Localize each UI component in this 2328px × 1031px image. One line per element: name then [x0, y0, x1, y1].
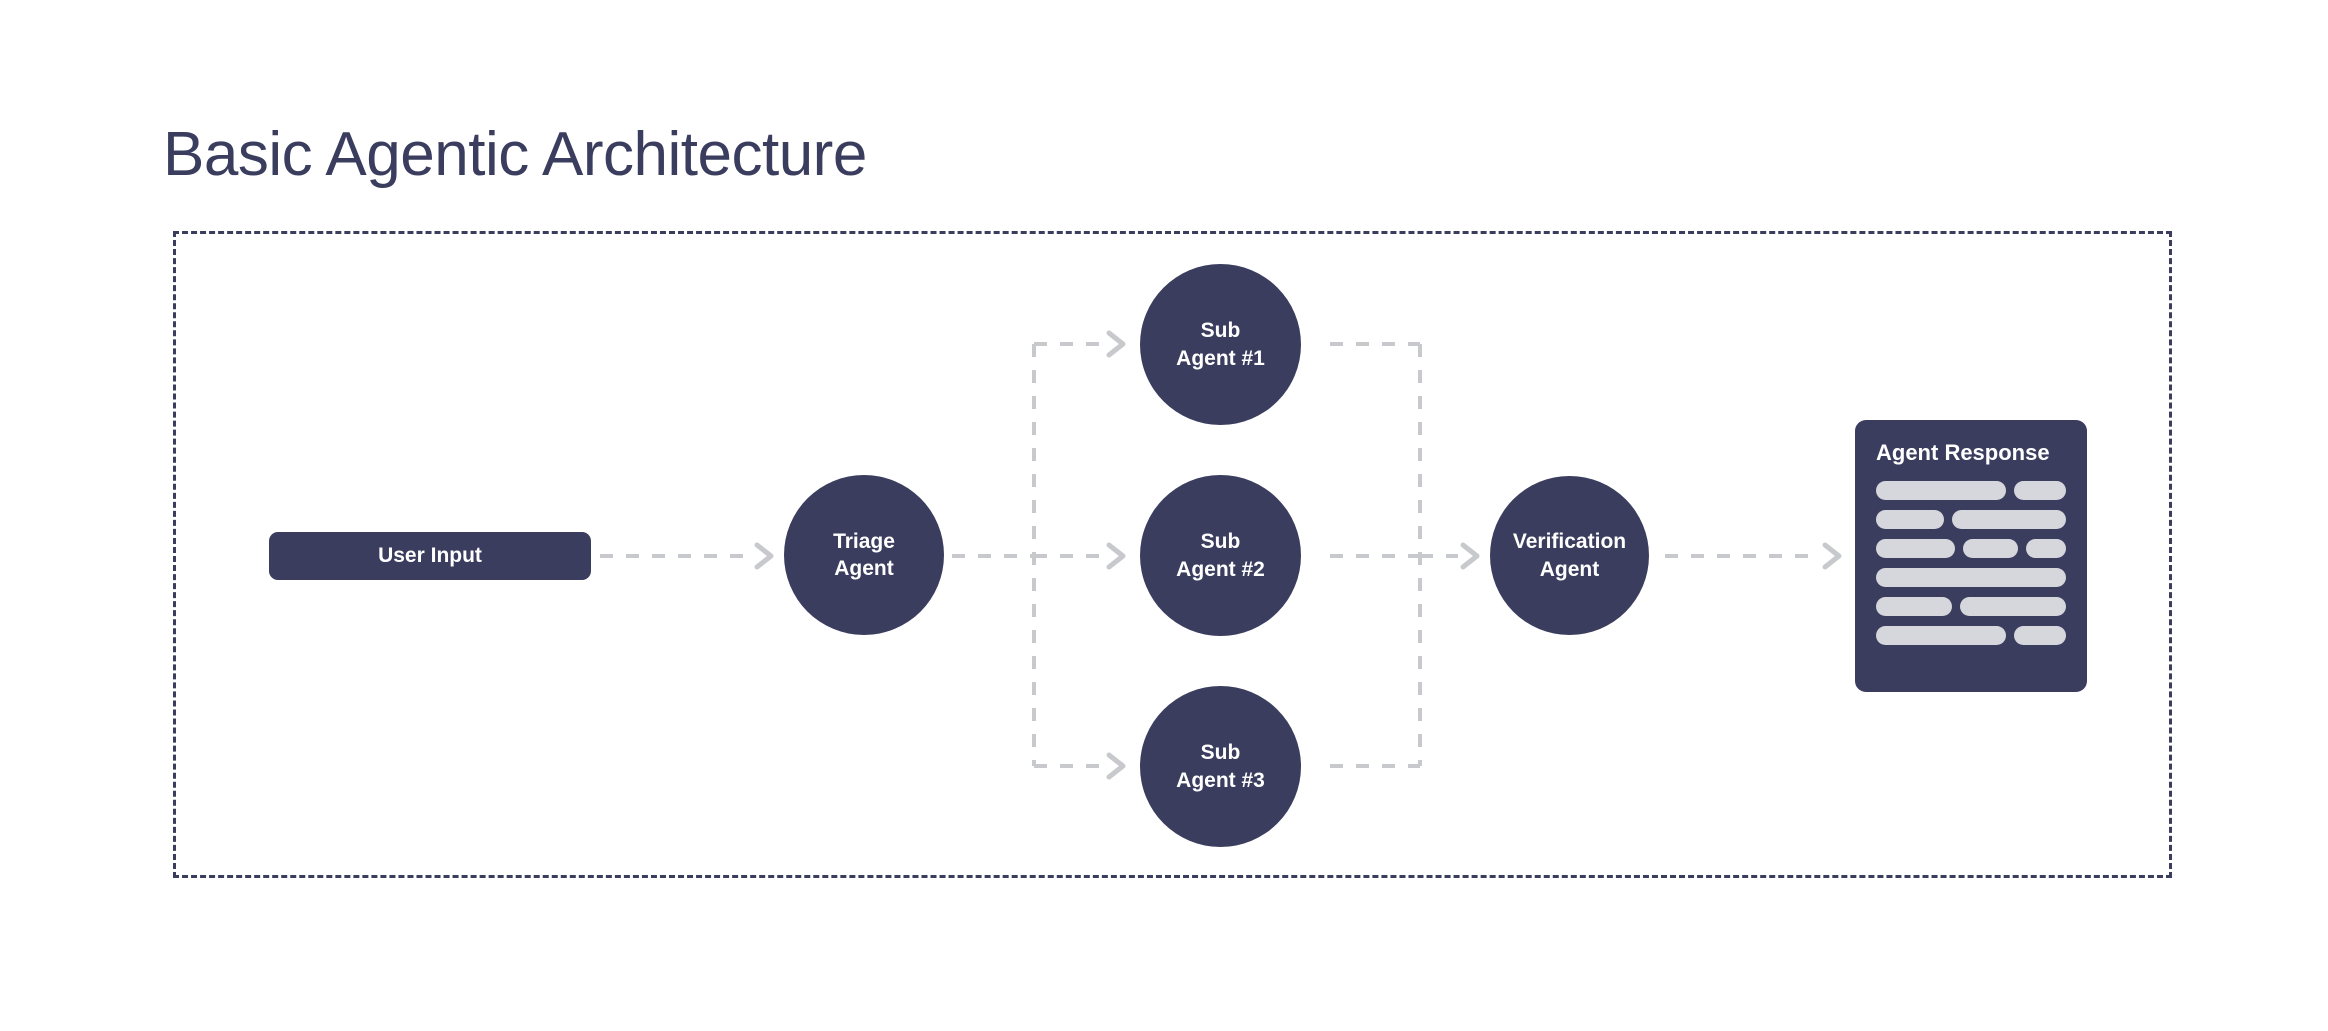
- page-title: Basic Agentic Architecture: [163, 120, 867, 189]
- node-triage-agent-line2: Agent: [834, 557, 894, 580]
- agent-response-text-pill: [2013, 481, 2066, 500]
- agent-response-text-pill: [1876, 510, 1945, 529]
- agent-response-text-pill: [2026, 539, 2066, 558]
- node-sub-agent-1[interactable]: Sub Agent #1: [1140, 264, 1301, 425]
- node-sub-agent-1-line1: Sub: [1200, 319, 1241, 343]
- node-verification-agent-label: Verification Agent: [1513, 528, 1626, 583]
- agent-response-text-pill: [2013, 626, 2066, 645]
- agent-response-text-pill: [1876, 481, 2006, 500]
- diagram-frame: [173, 231, 2172, 878]
- agent-response-text-pill: [1963, 539, 2019, 558]
- node-user-input[interactable]: User Input: [269, 532, 591, 580]
- node-sub-agent-3-label: Sub Agent #3: [1176, 739, 1265, 794]
- agent-response-title: Agent Response: [1876, 440, 2050, 465]
- agent-response-placeholder-lines: [1876, 481, 2066, 645]
- node-sub-agent-2[interactable]: Sub Agent #2: [1140, 475, 1301, 636]
- node-sub-agent-1-label: Sub Agent #1: [1176, 317, 1265, 372]
- agent-response-text-pill: [1876, 626, 2006, 645]
- node-verification-agent[interactable]: Verification Agent: [1490, 476, 1649, 635]
- agent-response-text-pill: [1876, 568, 2066, 587]
- agent-response-line: [1876, 539, 2066, 558]
- node-verification-agent-line1: Verification: [1512, 530, 1627, 554]
- agent-response-line: [1876, 597, 2066, 616]
- node-sub-agent-3-line1: Sub: [1200, 741, 1241, 765]
- node-sub-agent-3[interactable]: Sub Agent #3: [1140, 686, 1301, 847]
- node-agent-response[interactable]: Agent Response: [1855, 420, 2087, 692]
- node-sub-agent-1-line2: Agent #1: [1176, 346, 1265, 370]
- agent-response-text-pill: [1876, 597, 1953, 616]
- agent-response-line: [1876, 481, 2066, 500]
- agent-response-line: [1876, 510, 2066, 529]
- agent-response-text-pill: [1960, 597, 2066, 616]
- agent-response-line: [1876, 568, 2066, 587]
- agent-response-text-pill: [1876, 539, 1956, 558]
- node-user-input-label: User Input: [378, 544, 482, 568]
- node-verification-agent-line2: Agent: [1539, 557, 1600, 581]
- agent-response-line: [1876, 626, 2066, 645]
- node-sub-agent-2-label: Sub Agent #2: [1176, 528, 1265, 583]
- agent-response-text-pill: [1952, 510, 2066, 529]
- node-triage-agent[interactable]: Triage Agent: [784, 475, 944, 635]
- node-sub-agent-2-line1: Sub: [1200, 530, 1241, 554]
- node-triage-agent-line1: Triage: [833, 529, 895, 553]
- node-triage-agent-label: Triage Agent: [833, 528, 895, 583]
- node-sub-agent-3-line2: Agent #3: [1176, 768, 1265, 792]
- node-sub-agent-2-line2: Agent #2: [1176, 557, 1265, 581]
